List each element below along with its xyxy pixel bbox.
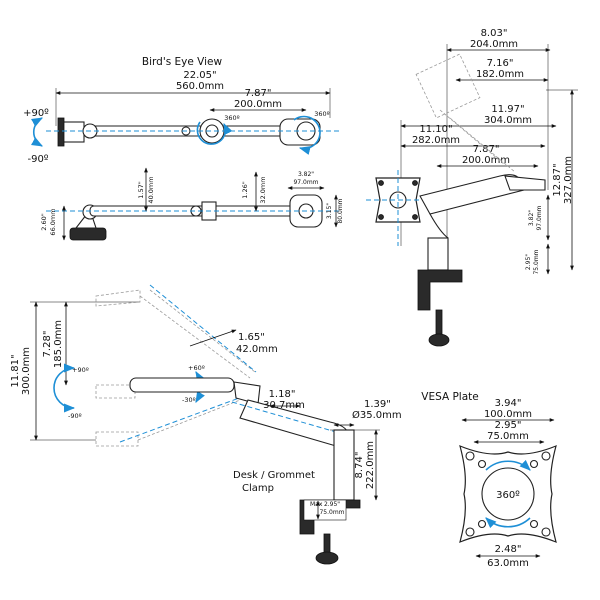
arm-height-mm: 40.0mm bbox=[147, 176, 155, 203]
front-desk-clamp bbox=[417, 269, 463, 311]
vesa-bottom-in: 2.48" bbox=[495, 544, 522, 555]
tilt-minus90-label: -90º bbox=[68, 412, 82, 420]
rotate-360-head-arc bbox=[293, 115, 321, 155]
birds-eye-view-title: Bird's Eye View bbox=[142, 56, 223, 68]
front-view: 8.03" 204.0mm 7.16" 182.0mm 11.97" 304.0… bbox=[366, 28, 578, 347]
ghost-top-position bbox=[95, 289, 141, 307]
front-height-mm: 327.0mm bbox=[563, 156, 574, 204]
width-282-in: 11.10" bbox=[419, 124, 452, 135]
tilt-mid-mm: 185.0mm bbox=[53, 320, 64, 368]
offset-in: 1.65" bbox=[238, 332, 265, 343]
front-clamp-mm: 75.0mm bbox=[533, 249, 540, 274]
side-view: 1.57" 40.0mm 1.26" 32.0mm 3.82" 97.0mm 3… bbox=[40, 167, 344, 241]
offset-mm: 42.0mm bbox=[236, 344, 278, 355]
clamp-label: Clamp bbox=[242, 483, 274, 494]
vesa-plate-view: VESA Plate 3.94" 100.0mm 2.95" 75.0mm 36… bbox=[421, 391, 557, 569]
joint-in: 1.18" bbox=[269, 389, 296, 400]
vesa-hole bbox=[541, 451, 551, 461]
minus-90-label: -90º bbox=[27, 154, 48, 165]
base-height-mm: 66.0mm bbox=[49, 208, 57, 235]
tilt-height-mm: 32.0mm bbox=[259, 176, 267, 203]
desk-clamp-base bbox=[69, 227, 107, 241]
vesa-plate-title: VESA Plate bbox=[421, 391, 478, 403]
minus30-label: -30º bbox=[182, 396, 196, 404]
tilt-plus90-label: +90º bbox=[72, 366, 89, 374]
desk-grommet-label: Desk / Grommet bbox=[233, 470, 315, 481]
tilt-total-in: 11.81" bbox=[10, 354, 21, 387]
tilt-height-in: 1.26" bbox=[241, 181, 249, 198]
clamp-knob bbox=[428, 333, 450, 347]
vesa-hole bbox=[529, 459, 539, 469]
tilt-profile-view: 11.81" 300.0mm 7.28" 185.0mm 1.65" 42.0m… bbox=[10, 284, 402, 565]
head-width-in: 3.82" bbox=[298, 171, 314, 178]
head-height-in: 3.15" bbox=[326, 203, 333, 219]
vesa-hole bbox=[477, 459, 487, 469]
vesa-hole bbox=[529, 519, 539, 529]
front-pole bbox=[427, 237, 449, 271]
arm-height-in: 1.57" bbox=[137, 181, 145, 198]
pole-diameter-mm: Ø35.0mm bbox=[352, 409, 402, 421]
plus-90-label: +90º bbox=[23, 108, 49, 119]
pole-height-mm: 222.0mm bbox=[365, 441, 376, 489]
segment-width-in: 7.87" bbox=[245, 88, 272, 99]
rotate-90-arc bbox=[31, 117, 43, 147]
width-304-in: 11.97" bbox=[491, 104, 524, 115]
total-width-mm: 560.0mm bbox=[176, 81, 224, 92]
tilt-90-arc bbox=[53, 363, 76, 413]
clamp-max-mm: 75.0mm bbox=[319, 509, 344, 516]
ghost-rotated-plate bbox=[415, 53, 481, 119]
head-width-mm: 97.0mm bbox=[293, 179, 318, 186]
vesa-hole bbox=[541, 527, 551, 537]
segment-width-mm: 200.0mm bbox=[234, 99, 282, 110]
tilt-arm bbox=[129, 377, 235, 393]
vesa-rotate-arc-bottom bbox=[485, 517, 531, 529]
front-height-in: 12.87" bbox=[552, 163, 563, 196]
elbow-360-label: 360º bbox=[224, 114, 239, 122]
head-360-label: 360º bbox=[314, 110, 329, 118]
vesa-center-hub bbox=[481, 467, 535, 521]
tilt-pole bbox=[333, 429, 355, 501]
rotate-360-elbow-arc bbox=[196, 121, 233, 145]
vesa-outer-in: 3.94" bbox=[495, 398, 522, 409]
width-204-mm: 204.0mm bbox=[470, 39, 518, 50]
front-head-mm: 97.0mm bbox=[536, 205, 543, 230]
plus60-label: +60º bbox=[188, 364, 205, 372]
width-182-mm: 182.0mm bbox=[476, 69, 524, 80]
vesa-inner-in: 2.95" bbox=[495, 420, 522, 431]
tilt-total-mm: 300.0mm bbox=[21, 347, 32, 395]
vesa-rotate-arc-top bbox=[485, 459, 531, 471]
wall-mount-bracket bbox=[61, 121, 85, 143]
total-width-in: 22.05" bbox=[183, 70, 216, 81]
vesa-hole bbox=[465, 527, 475, 537]
vesa-inner-mm: 75.0mm bbox=[487, 431, 529, 442]
vesa-hole bbox=[477, 519, 487, 529]
tilt-clamp-knob bbox=[315, 551, 339, 565]
width-200-mm: 200.0mm bbox=[462, 155, 510, 166]
vesa-outer-mm: 100.0mm bbox=[484, 409, 532, 420]
tilt-mid-in: 7.28" bbox=[42, 331, 53, 358]
vesa-rotate-label: 360º bbox=[496, 490, 520, 501]
birds-eye-view: Bird's Eye View 22.05" 560.0mm 7.87" 200… bbox=[23, 56, 342, 165]
width-204-in: 8.03" bbox=[481, 28, 508, 39]
pole-diameter-in: 1.39" bbox=[364, 399, 391, 410]
clamp-max-label: Max bbox=[310, 501, 323, 508]
ghost-low-position bbox=[95, 431, 139, 447]
width-182-in: 7.16" bbox=[487, 58, 514, 69]
joint-mm: 30.7mm bbox=[263, 400, 305, 411]
width-304-mm: 304.0mm bbox=[484, 115, 532, 126]
width-282-mm: 282.0mm bbox=[412, 135, 460, 146]
front-head-in: 3.82" bbox=[528, 210, 535, 226]
width-200-in: 7.87" bbox=[473, 144, 500, 155]
head-height-mm: 80.0mm bbox=[337, 198, 344, 223]
pole-height-in: 8.74" bbox=[354, 452, 365, 479]
base-height-in: 2.60" bbox=[40, 213, 48, 230]
vesa-bottom-mm: 63.0mm bbox=[487, 558, 529, 569]
vesa-hole bbox=[465, 451, 475, 461]
front-clamp-in: 2.95" bbox=[525, 254, 532, 270]
clamp-max-in: 2.95" bbox=[324, 501, 340, 508]
